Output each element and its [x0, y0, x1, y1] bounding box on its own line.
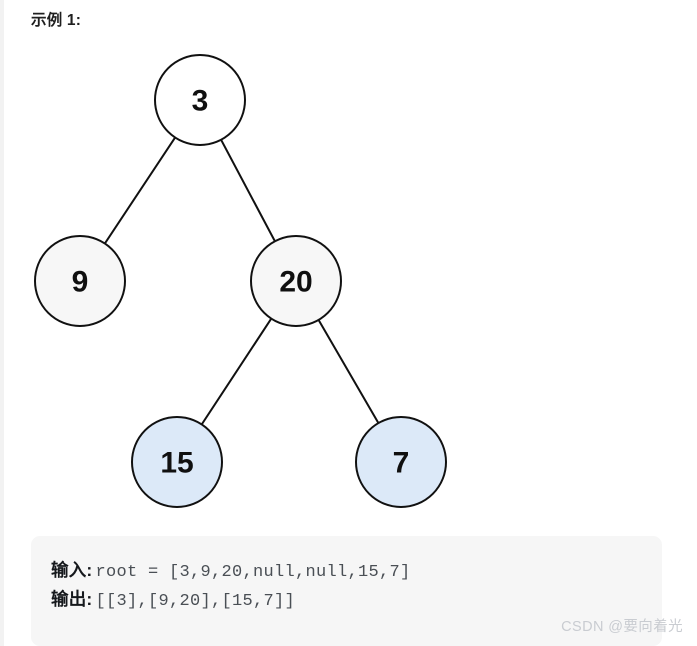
tree-node-left: 9: [34, 235, 126, 327]
tree-node-value-root: 3: [192, 85, 209, 118]
tree-node-value-right-left: 15: [160, 447, 193, 480]
input-line: 输入:root = [3,9,20,null,null,15,7]: [51, 556, 662, 585]
page-title: 示例 1:: [31, 12, 82, 29]
tree-svg: 3 9 20 15 7: [34, 54, 447, 508]
tree-node-circle-right: [250, 235, 342, 327]
input-label: 输入:: [51, 560, 93, 580]
input-value: root = [3,9,20,null,null,15,7]: [95, 563, 411, 582]
tree-node-value-right-right: 7: [393, 447, 410, 480]
tree-node-right: 20: [250, 235, 342, 327]
tree-node-value-left: 9: [72, 266, 89, 299]
tree-node-right-right: 7: [355, 416, 447, 508]
tree-node-circle-left: [34, 235, 126, 327]
page-left-gutter: [0, 0, 4, 646]
io-example-block: 输入:root = [3,9,20,null,null,15,7] 输出:[[3…: [31, 536, 662, 646]
csdn-watermark: CSDN @要向着光: [561, 619, 683, 635]
tree-edges: [79, 99, 402, 463]
output-value: [[3],[9,20],[15,7]]: [95, 592, 295, 611]
tree-node-value-right: 20: [279, 266, 312, 299]
output-line: 输出:[[3],[9,20],[15,7]]: [51, 585, 662, 614]
tree-nodes: 3 9 20 15 7: [34, 54, 447, 508]
tree-node-root: 3: [154, 54, 246, 146]
tree-node-circle-right-left: [131, 416, 223, 508]
output-label: 输出:: [51, 589, 93, 609]
tree-node-right-left: 15: [131, 416, 223, 508]
binary-tree-diagram: 3 9 20 15 7: [0, 40, 697, 520]
tree-node-circle-right-right: [355, 416, 447, 508]
tree-node-circle-root: [154, 54, 246, 146]
